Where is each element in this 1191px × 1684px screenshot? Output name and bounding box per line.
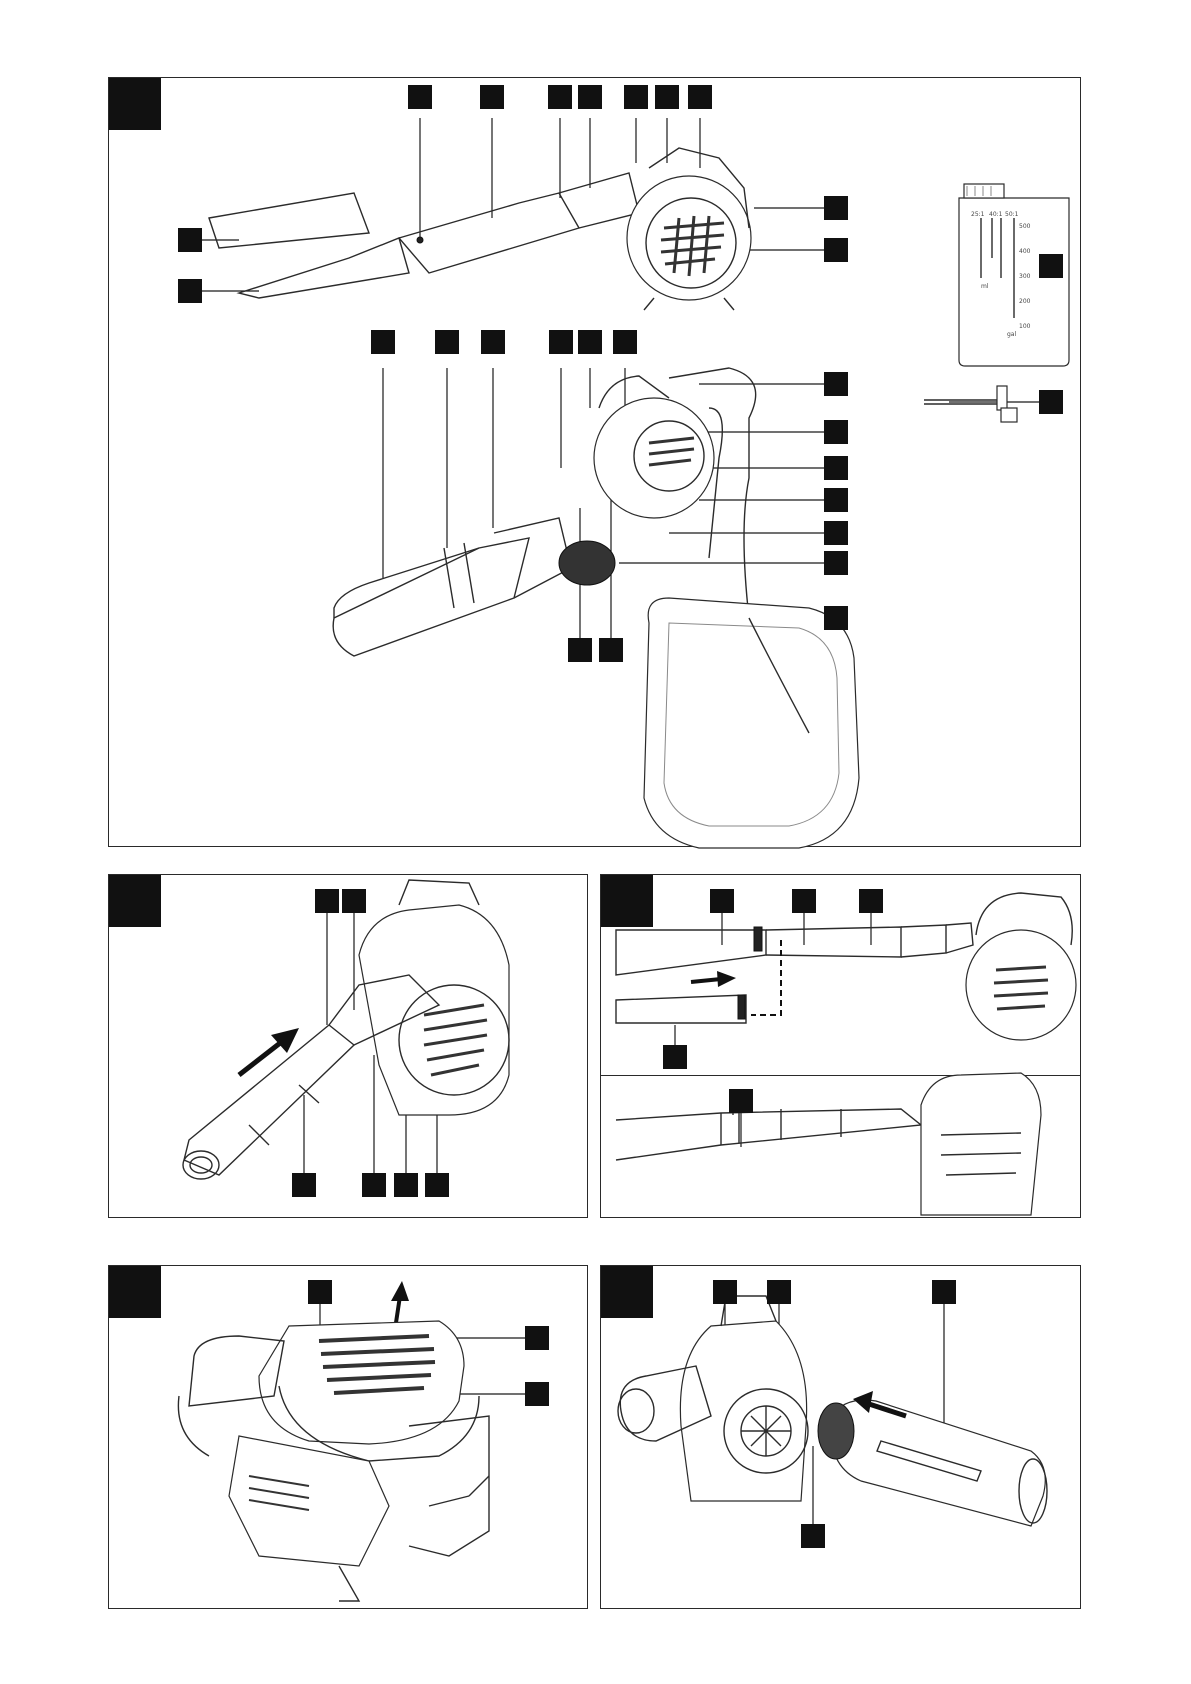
ratio-label-40: 40:1 — [989, 211, 1003, 218]
callout-box — [578, 85, 602, 109]
callout-box — [729, 1089, 753, 1113]
callout-box — [425, 1173, 449, 1197]
callout-box — [767, 1280, 791, 1304]
callout-box — [578, 330, 602, 354]
spark-plug-wrench-icon — [924, 386, 1017, 422]
figure-2-panel — [108, 874, 588, 1218]
callout-box — [710, 889, 734, 913]
callout-box — [525, 1326, 549, 1350]
callout-box — [549, 330, 573, 354]
callout-box — [481, 330, 505, 354]
volume-400: 400 — [1019, 248, 1031, 255]
callout-box — [824, 551, 848, 575]
callout-box — [792, 889, 816, 913]
ratio-label-50: 50:1 — [1005, 211, 1019, 218]
callout-box — [178, 279, 202, 303]
callout-box — [568, 638, 592, 662]
figure-5-panel — [600, 1265, 1081, 1609]
upper-blower-illustration — [209, 148, 751, 310]
callout-box — [824, 238, 848, 262]
callout-box — [599, 638, 623, 662]
figure-4-panel — [108, 1265, 588, 1609]
callout-box — [824, 488, 848, 512]
figure-1-panel: 25:1 40:1 50:1 500 400 300 200 100 ml ga… — [108, 77, 1081, 847]
figure-2-drawing — [109, 875, 589, 1219]
lower-vacuum-illustration — [333, 368, 859, 848]
callout-box — [824, 606, 848, 630]
callout-box — [824, 372, 848, 396]
callout-box — [1039, 254, 1063, 278]
callout-box — [932, 1280, 956, 1304]
callout-box — [624, 85, 648, 109]
callout-box — [394, 1173, 418, 1197]
callout-box — [1039, 390, 1063, 414]
callout-box — [315, 889, 339, 913]
callout-box — [859, 889, 883, 913]
figure-1-drawing: 25:1 40:1 50:1 500 400 300 200 100 ml ga… — [109, 78, 1082, 848]
callout-box — [480, 85, 504, 109]
callout-box — [408, 85, 432, 109]
figure-4-drawing — [109, 1266, 589, 1610]
callout-box — [663, 1045, 687, 1069]
callout-box — [362, 1173, 386, 1197]
callout-box — [371, 330, 395, 354]
callout-box — [801, 1524, 825, 1548]
volume-100: 100 — [1019, 323, 1031, 330]
callout-box — [178, 228, 202, 252]
callout-box — [688, 85, 712, 109]
callout-box — [308, 1280, 332, 1304]
figure-1-leaders — [202, 118, 1039, 638]
callout-box — [824, 456, 848, 480]
callout-box — [435, 330, 459, 354]
figure-5-drawing — [601, 1266, 1082, 1610]
callout-box — [548, 85, 572, 109]
callout-box — [713, 1280, 737, 1304]
volume-300: 300 — [1019, 273, 1031, 280]
ratio-label-25: 25:1 — [971, 211, 985, 218]
unit-ml: ml — [981, 283, 989, 290]
callout-box — [525, 1382, 549, 1406]
figure-3-panel — [600, 874, 1081, 1218]
unit-gal: gal — [1007, 331, 1016, 338]
callout-box — [824, 420, 848, 444]
volume-500: 500 — [1019, 223, 1031, 230]
callout-box — [613, 330, 637, 354]
callout-box — [824, 521, 848, 545]
callout-box — [292, 1173, 316, 1197]
callout-box — [655, 85, 679, 109]
volume-200: 200 — [1019, 298, 1031, 305]
callout-box — [342, 889, 366, 913]
callout-box — [824, 196, 848, 220]
